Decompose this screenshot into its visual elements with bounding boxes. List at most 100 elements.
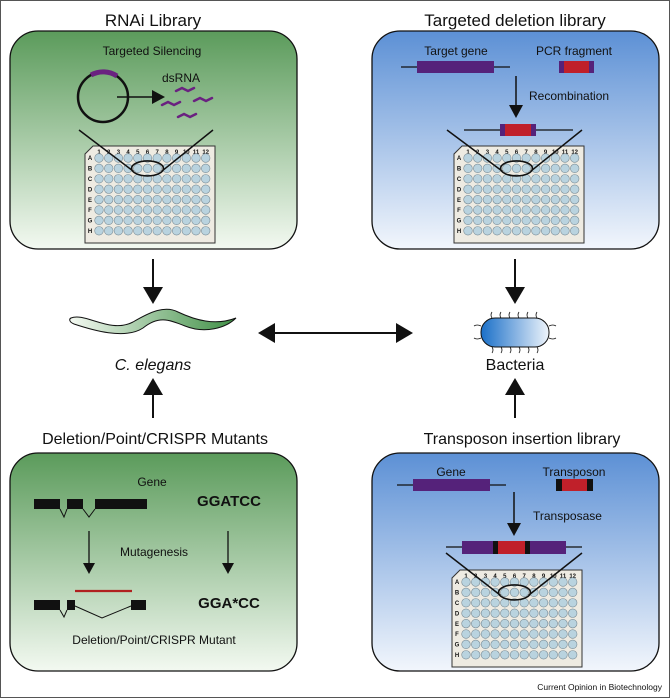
plate-well [529,577,539,587]
plate-well [482,153,493,163]
plate-well [548,639,558,650]
plate-well [482,226,493,236]
transposon-title: Transposon insertion library [424,431,621,448]
plate-well [463,174,473,184]
plate-well [133,215,143,225]
plate-well [142,174,153,184]
transposon-gene-label: Gene [436,465,466,479]
plate-well [482,174,493,184]
plate-well [538,650,549,660]
plate-well [133,195,143,205]
plate-well [568,577,578,587]
plate-well [113,195,123,205]
plate-well [461,629,471,639]
gene-label: Gene [137,475,167,489]
plate-well [570,184,580,194]
plate-well [531,226,541,236]
plate-well [191,226,201,236]
plate-well [490,608,500,618]
plate-well [558,650,568,660]
sequence-mutagenesis-arrowhead-icon [222,563,234,574]
plate-well [461,618,471,629]
insertion-construct-icon [446,541,582,554]
plate-well [181,195,191,205]
plate-well [538,639,549,650]
rnai-title: RNAi Library [105,11,202,30]
plate-well [201,153,211,163]
selected-wells-highlight [499,160,534,177]
plate-well [548,608,558,618]
plate-well [162,205,172,215]
plate-row-label: A [88,156,93,162]
plate-column-label: 12 [569,574,576,580]
transposon-panel: Transposon insertion library Gene Transp… [371,431,660,672]
plate-well [172,226,182,236]
plate-well [509,577,520,587]
plate-well [492,153,502,163]
plate-well [94,226,104,236]
plate-well [104,215,114,225]
plate-column-label: 10 [552,150,559,156]
plate-well [94,195,104,205]
plate-well [104,153,114,163]
plate-well [113,226,123,236]
zoom-funnel-lines [78,129,214,172]
plate-well [529,618,539,629]
plate-well [471,577,481,587]
target-gene-icon [401,61,510,73]
plate-well [113,184,123,194]
plate-well [502,163,512,173]
plate-column-label: 9 [544,150,548,156]
plate-well [540,163,551,173]
plate-column-label: 10 [183,150,190,156]
plate-row-label: D [88,187,93,193]
plate-well [500,639,510,650]
plate-well [191,184,201,194]
plate-well [502,226,512,236]
plate-well [550,195,560,205]
plate-well [113,174,123,184]
plate-well [94,153,104,163]
pcr-fragment-icon [559,61,594,73]
plate-well [191,195,201,205]
plate-row-label: E [455,622,459,628]
plate-well [473,174,483,184]
plate-well [480,608,491,618]
plate-well [142,205,153,215]
plate-well [471,618,481,629]
worm-icon [69,308,237,335]
plate-column-label: 5 [503,574,507,580]
plate-well [492,195,502,205]
plate-well [540,184,551,194]
plate-well [152,184,162,194]
plate-well [570,215,580,225]
plate-well [531,153,541,163]
plate-row-label: H [88,229,92,235]
plate-well [500,629,510,639]
plate-well [191,163,201,173]
plate-well [172,195,182,205]
plate-well [104,163,114,173]
plate-well [482,163,493,173]
plate-well [538,598,549,608]
plate-well [181,184,191,194]
plate-well [540,215,551,225]
plate-well [550,184,560,194]
plate-well [473,205,483,215]
plate-well [482,195,493,205]
plate-well [509,639,520,650]
plate-well [471,629,481,639]
plate-well [568,629,578,639]
transposase-label: Transposase [533,509,602,523]
plate-well [560,153,570,163]
plate-well [570,226,580,236]
plate-well [123,205,133,215]
plate-row-label: G [88,219,93,225]
plate-well [480,587,491,598]
plate-well [94,184,104,194]
plate-well [181,174,191,184]
plate-well [519,629,529,639]
footer-credit: Current Opinion in Biotechnology [537,682,662,692]
